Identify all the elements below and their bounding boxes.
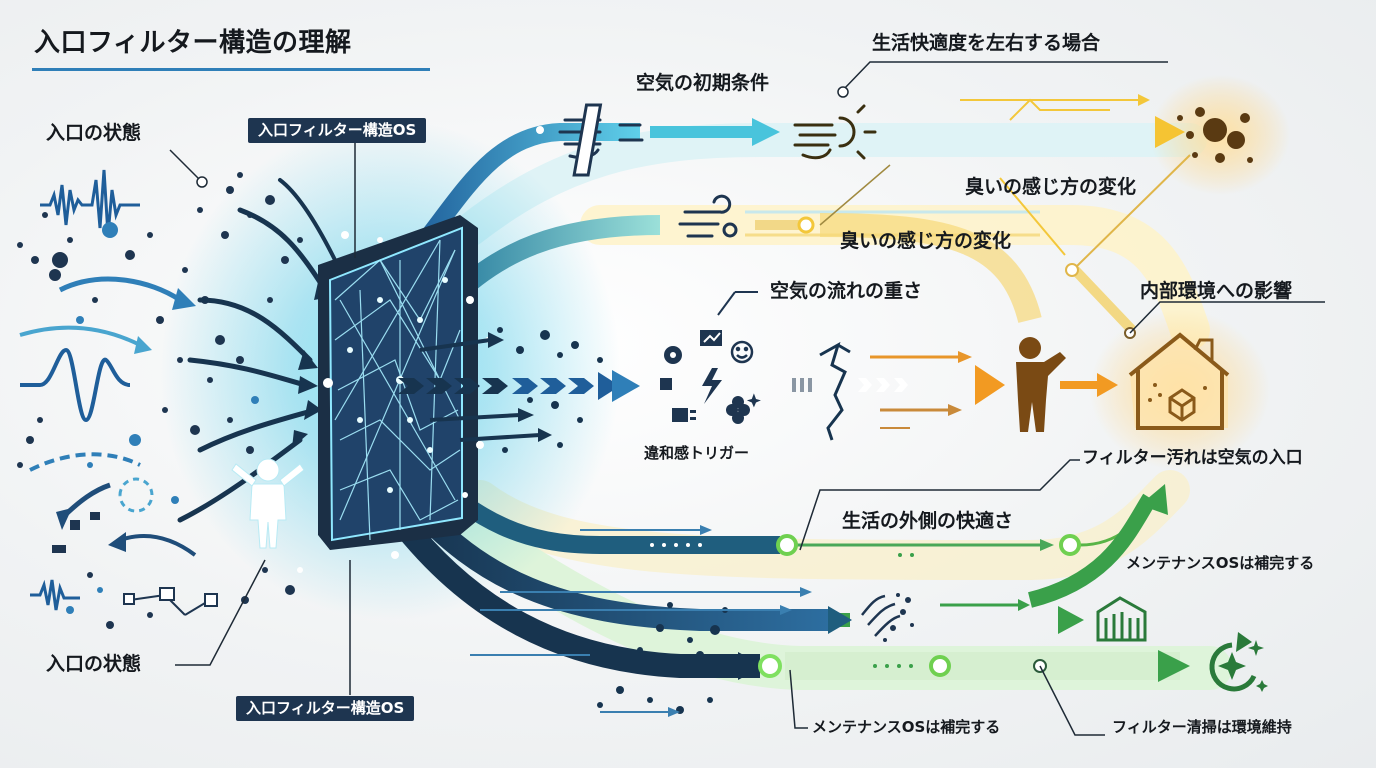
waveform-icon (20, 347, 131, 423)
particles-icon (861, 593, 914, 642)
label-inner-env: 内部環境への影響 (1140, 280, 1293, 302)
air-flow-icon (558, 103, 644, 177)
green-paths (650, 484, 1190, 682)
sun-wind-icon (793, 104, 877, 160)
label-outside-comfort: 生活の外側の快適さ (842, 510, 1014, 532)
os-badge-bottom: 入口フィルター構造OS (236, 696, 415, 721)
page-title: 入口フィルター構造の理解 (34, 28, 352, 58)
label-maintenance-right: メンテナンスOSは補完する (1126, 554, 1315, 572)
network-node-icon (123, 587, 218, 616)
air-flow-icon (678, 194, 738, 238)
waveform-icon (30, 579, 80, 611)
worker-icon (1016, 337, 1066, 432)
callout-lines (169, 61, 1325, 736)
title-underline (32, 68, 430, 71)
os-badge-top: 入口フィルター構造OS (248, 118, 427, 143)
filter-mesh-icon (297, 126, 544, 573)
clover-icon (726, 396, 750, 424)
lightning-icon (702, 368, 722, 404)
input-chaos (17, 169, 337, 629)
label-entry-state-top: 入口の状態 (46, 122, 142, 144)
gear-icon (664, 346, 682, 364)
plug-icon (672, 408, 696, 422)
label-filter-dirt: フィルター汚れは空気の入口 (1082, 448, 1303, 468)
label-maintenance-bottom: メンテナンスOSは補完する (812, 718, 1001, 736)
label-life-comfort: 生活快適度を左右する場合 (872, 32, 1101, 54)
label-odor-change-2: 臭いの感じ方の変化 (840, 230, 1012, 252)
sparkle-refresh-icon (1209, 632, 1268, 692)
label-filter-cleaning: フィルター清掃は環境維持 (1112, 718, 1292, 736)
label-air-flow-weight: 空気の流れの重さ (770, 280, 923, 302)
building-icon (1096, 596, 1147, 642)
trigger-icons (660, 291, 761, 424)
label-odor-change-1: 臭いの感じ方の変化 (965, 176, 1137, 198)
person-icon (231, 458, 305, 549)
smile-icon (730, 340, 754, 364)
upper-path (650, 94, 1191, 339)
house-icon (1128, 332, 1230, 430)
middle-stream (398, 327, 812, 717)
waveform-icon (40, 169, 140, 236)
broken-crack-icon (819, 341, 851, 441)
label-discomfort-trigger: 違和感トリガー (644, 444, 750, 462)
block-icon (660, 378, 672, 390)
label-air-initial: 空気の初期条件 (636, 72, 770, 94)
orange-path (792, 341, 1118, 441)
label-entry-state-bottom: 入口の状態 (46, 653, 142, 675)
particles-icon (1177, 107, 1253, 163)
